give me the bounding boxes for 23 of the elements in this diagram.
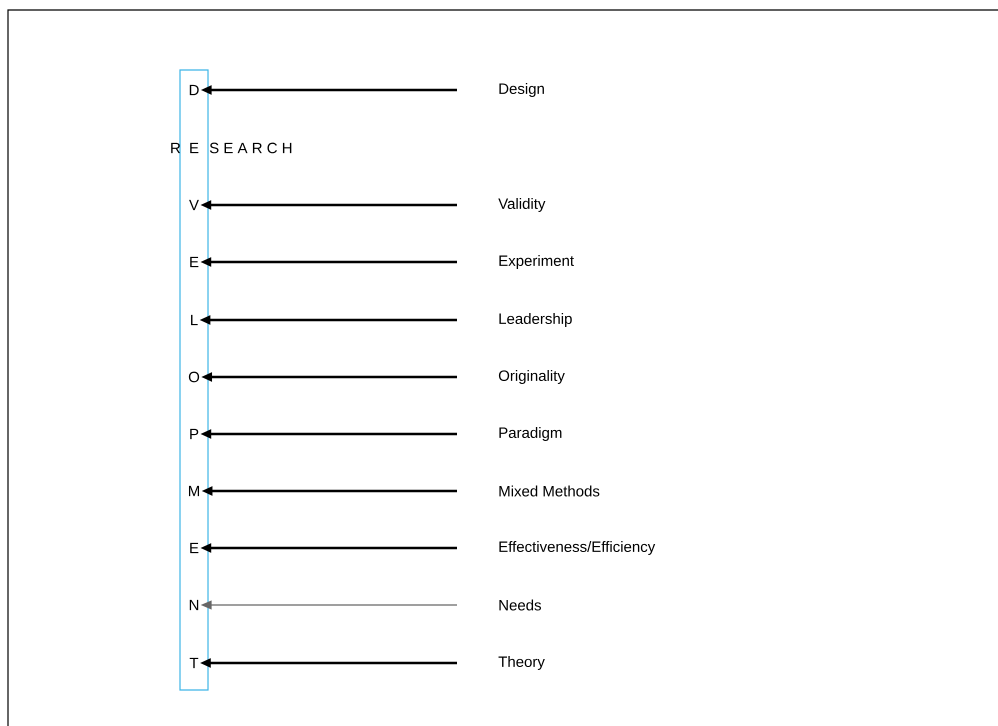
letter: O — [188, 372, 200, 382]
term-label: Originality — [498, 370, 565, 384]
term-label: Mixed Methods — [499, 486, 600, 496]
term-label: Validity — [498, 198, 546, 212]
letter: D — [190, 84, 199, 96]
letter: E — [190, 542, 198, 554]
term-label: Design — [499, 83, 544, 97]
letter: T — [190, 658, 198, 668]
word-letters: S E A R C H — [210, 142, 292, 154]
letter: L — [191, 314, 198, 326]
term-label: Needs — [499, 600, 541, 610]
letter: V — [189, 200, 199, 210]
letter-column-box — [179, 69, 209, 691]
letter: E — [190, 142, 198, 154]
letter: N — [190, 600, 198, 610]
term-label: Experiment — [499, 255, 574, 269]
term-label: Effectiveness/Efficiency — [499, 541, 656, 555]
term-label: Theory — [498, 656, 545, 670]
term-label: Paradigm — [499, 427, 562, 441]
term-label: Leadership — [499, 313, 572, 327]
letter: E — [190, 256, 198, 268]
letter: P — [190, 428, 198, 440]
letter: M — [188, 486, 200, 496]
